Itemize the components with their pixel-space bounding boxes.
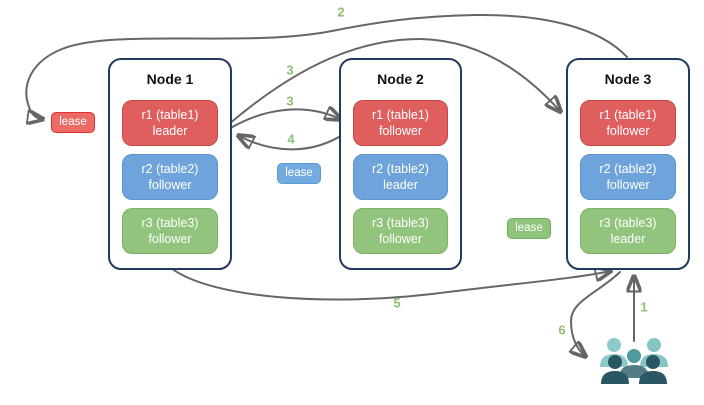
replica-role: follower <box>606 124 650 138</box>
lease-tag-range1: lease <box>51 112 95 133</box>
replica-name: r1 (table1) <box>141 108 199 122</box>
node-3-replica-r1: r1 (table1) follower <box>580 100 676 146</box>
arrow-step5-node1-to-node3 <box>170 268 610 301</box>
node-2-replica-r3: r3 (table3) follower <box>353 208 448 254</box>
node-3-title: Node 3 <box>604 71 652 87</box>
arrow-step3-leader-to-node2-follower <box>228 109 340 130</box>
replica-name: r3 (table3) <box>599 216 657 230</box>
node-3-replica-r3: r3 (table3) leader <box>580 208 676 254</box>
node-1-title: Node 1 <box>146 71 194 87</box>
node-3-replica-r2: r2 (table2) follower <box>580 154 676 200</box>
node-1: Node 1 r1 (table1) leader r2 (table2) fo… <box>108 58 232 270</box>
step-label-6: 6 <box>558 322 566 338</box>
step-label-4: 4 <box>287 131 295 147</box>
replica-role: leader <box>152 124 188 138</box>
user-icon-front-left <box>601 355 629 384</box>
step-label-3b: 3 <box>286 93 294 109</box>
replica-name: r3 (table3) <box>372 216 429 230</box>
replica-role: follower <box>378 124 423 138</box>
node-1-replica-r3: r3 (table3) follower <box>122 208 218 254</box>
step-label-5: 5 <box>393 295 401 311</box>
lease-tag-range3: lease <box>507 218 551 239</box>
arrow-step2-gateway-to-leaseholder <box>25 13 628 119</box>
node-2: Node 2 r1 (table1) follower r2 (table2) … <box>339 58 462 270</box>
node-1-replica-r2: r2 (table2) follower <box>122 154 218 200</box>
replica-name: r3 (table3) <box>141 216 199 230</box>
replica-role: follower <box>148 178 192 192</box>
arrow-step6-node3-to-client <box>571 271 621 356</box>
step-label-1: 1 <box>640 299 648 315</box>
node-2-replica-r2: r2 (table2) leader <box>353 154 448 200</box>
users-group-icon <box>600 338 668 384</box>
replica-name: r1 (table1) <box>599 108 657 122</box>
node-2-replica-r1: r1 (table1) follower <box>353 100 448 146</box>
node-3: Node 3 r1 (table1) follower r2 (table2) … <box>566 58 690 270</box>
node-2-title: Node 2 <box>377 71 424 87</box>
replica-name: r2 (table2) <box>141 162 199 176</box>
replica-name: r2 (table2) <box>372 162 429 176</box>
replica-role: leader <box>610 232 646 246</box>
arrow-step3-leader-to-node3-follower <box>228 37 560 125</box>
lease-tag-range2: lease <box>277 163 321 184</box>
arrow-step4-follower-ack-to-leader <box>239 131 348 151</box>
node-1-replica-r1: r1 (table1) leader <box>122 100 218 146</box>
user-icon-front-right <box>639 355 667 384</box>
replica-role: leader <box>383 178 418 192</box>
step-label-2: 2 <box>337 4 345 20</box>
replica-role: follower <box>606 178 650 192</box>
user-icon-center <box>619 349 649 378</box>
replica-role: follower <box>378 232 423 246</box>
replica-role: follower <box>148 232 192 246</box>
step-label-3a: 3 <box>286 62 294 78</box>
replica-name: r1 (table1) <box>372 108 429 122</box>
replica-name: r2 (table2) <box>599 162 657 176</box>
